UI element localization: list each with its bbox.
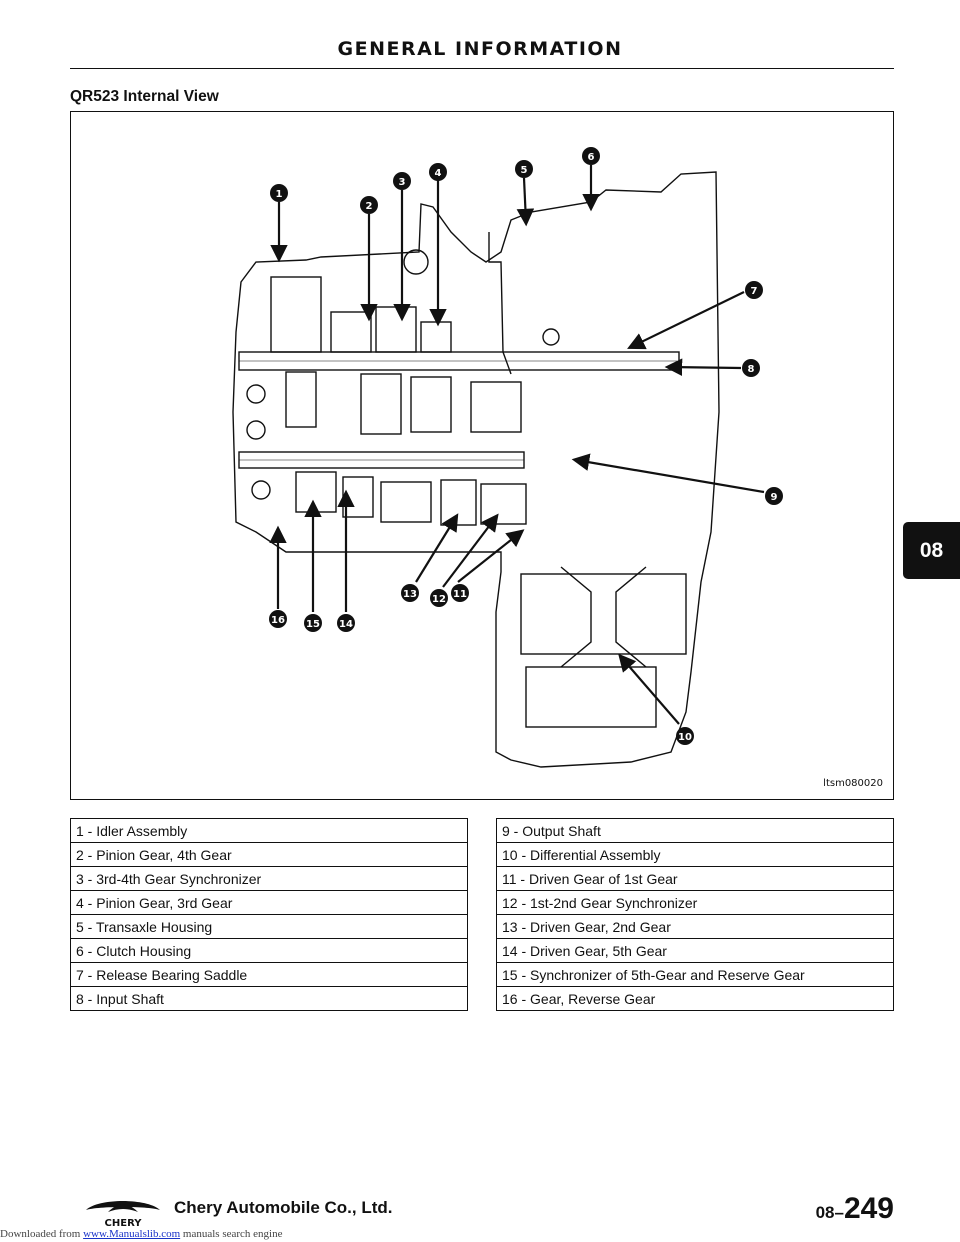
table-row: 2 - Pinion Gear, 4th Gear	[70, 842, 468, 867]
callout-11: 11	[451, 584, 469, 602]
callout-1: 1	[270, 184, 288, 202]
table-row: 6 - Clutch Housing	[70, 938, 468, 963]
svg-text:10: 10	[678, 732, 692, 743]
legend-item: 1 - Idler Assembly	[70, 818, 468, 843]
table-row: 4 - Pinion Gear, 3rd Gear	[70, 890, 468, 915]
callout-6: 6	[582, 147, 600, 165]
callout-8: 8	[742, 359, 760, 377]
svg-text:4: 4	[435, 168, 442, 179]
page-number: 08–249	[816, 1192, 894, 1226]
svg-text:13: 13	[403, 589, 417, 600]
svg-text:3: 3	[399, 177, 406, 188]
legend-item: 13 - Driven Gear, 2nd Gear	[496, 914, 894, 939]
callout-7: 7	[745, 281, 763, 299]
table-row: 11 - Driven Gear of 1st Gear	[496, 866, 894, 891]
legend-item: 7 - Release Bearing Saddle	[70, 962, 468, 987]
legend-item: 9 - Output Shaft	[496, 818, 894, 843]
callout-16: 16	[269, 610, 287, 628]
callout-10: 10	[676, 727, 694, 745]
legend-item: 2 - Pinion Gear, 4th Gear	[70, 842, 468, 867]
section-tab: 08	[903, 522, 960, 579]
callout-4: 4	[429, 163, 447, 181]
callout-5: 5	[515, 160, 533, 178]
page-number-value: 249	[843, 1192, 894, 1225]
page-section-number: 08–	[815, 1203, 844, 1222]
legend-item: 6 - Clutch Housing	[70, 938, 468, 963]
table-row: 12 - 1st-2nd Gear Synchronizer	[496, 890, 894, 915]
figure-id-label: ltsm080020	[823, 778, 883, 789]
callout-9: 9	[765, 487, 783, 505]
table-row: 7 - Release Bearing Saddle	[70, 962, 468, 987]
svg-text:CHERY: CHERY	[105, 1218, 143, 1228]
callout-13: 13	[401, 584, 419, 602]
callout-leaders	[269, 165, 765, 725]
svg-text:12: 12	[432, 594, 446, 605]
header-divider	[70, 68, 894, 69]
transaxle-drawing-lines	[232, 171, 720, 768]
download-prefix: Downloaded from	[0, 1228, 84, 1240]
table-row: 16 - Gear, Reverse Gear	[496, 986, 894, 1011]
legend-item: 4 - Pinion Gear, 3rd Gear	[70, 890, 468, 915]
table-row: 15 - Synchronizer of 5th-Gear and Reserv…	[496, 962, 894, 987]
page-header-title: GENERAL INFORMATION	[337, 38, 623, 60]
callout-15: 15	[304, 614, 322, 632]
legend-item: 15 - Synchronizer of 5th-Gear and Reserv…	[496, 962, 894, 987]
download-suffix: manuals search engine	[180, 1228, 283, 1240]
callout-bubbles: 1 2 3 4 5 6 7 8 9 10 11 12 13 14 15 16	[269, 147, 783, 745]
svg-text:5: 5	[521, 165, 528, 176]
svg-text:15: 15	[306, 619, 320, 630]
chery-logo-icon: CHERY	[86, 1201, 160, 1229]
section-title: QR523 Internal View	[70, 88, 219, 105]
legend-item: 12 - 1st-2nd Gear Synchronizer	[496, 890, 894, 915]
table-row: 3 - 3rd-4th Gear Synchronizer	[70, 866, 468, 891]
table-row: 9 - Output Shaft	[496, 818, 894, 843]
legend-item: 3 - 3rd-4th Gear Synchronizer	[70, 866, 468, 891]
legend-item: 8 - Input Shaft	[70, 986, 468, 1011]
manualslib-link[interactable]: www.Manualslib.com	[83, 1228, 181, 1240]
table-row: 1 - Idler Assembly	[70, 818, 468, 843]
chery-logo: CHERY	[78, 1196, 168, 1233]
svg-text:14: 14	[339, 619, 353, 630]
download-notice: Downloaded from www.Manualslib.com manua…	[0, 1228, 282, 1240]
table-row: 14 - Driven Gear, 5th Gear	[496, 938, 894, 963]
svg-text:11: 11	[453, 589, 467, 600]
legend-table-left: 1 - Idler Assembly 2 - Pinion Gear, 4th …	[70, 818, 468, 1011]
legend-item: 5 - Transaxle Housing	[70, 914, 468, 939]
svg-text:9: 9	[771, 492, 778, 503]
legend-item: 16 - Gear, Reverse Gear	[496, 986, 894, 1011]
table-row: 10 - Differential Assembly	[496, 842, 894, 867]
transaxle-cross-section-drawing: 1 2 3 4 5 6 7 8 9 10 11 12 13 14 15 16	[232, 147, 783, 768]
legend-item: 14 - Driven Gear, 5th Gear	[496, 938, 894, 963]
legend-item: 10 - Differential Assembly	[496, 842, 894, 867]
svg-text:2: 2	[366, 201, 373, 212]
callout-2: 2	[360, 196, 378, 214]
svg-text:8: 8	[748, 364, 755, 375]
table-row: 13 - Driven Gear, 2nd Gear	[496, 914, 894, 939]
svg-text:16: 16	[271, 615, 285, 626]
callout-3: 3	[393, 172, 411, 190]
table-row: 5 - Transaxle Housing	[70, 914, 468, 939]
legend-item: 11 - Driven Gear of 1st Gear	[496, 866, 894, 891]
svg-text:1: 1	[276, 189, 283, 200]
svg-text:7: 7	[751, 286, 758, 297]
company-name: Chery Automobile Co., Ltd.	[174, 1198, 393, 1217]
callout-14: 14	[337, 614, 355, 632]
transaxle-diagram-figure: 1 2 3 4 5 6 7 8 9 10 11 12 13 14 15 16 l…	[70, 111, 894, 800]
legend-table-right: 9 - Output Shaft 10 - Differential Assem…	[496, 818, 894, 1011]
svg-text:6: 6	[588, 152, 595, 163]
table-row: 8 - Input Shaft	[70, 986, 468, 1011]
callout-12: 12	[430, 589, 448, 607]
